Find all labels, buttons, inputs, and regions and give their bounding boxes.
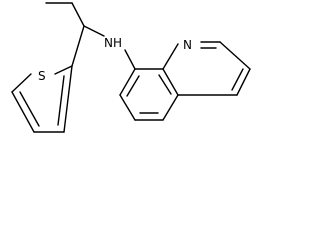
bond-ethyl-2 [71,2,85,27]
sulfur-label: S [38,69,46,83]
bond-q-c8-c7 [119,68,136,96]
bond-q-c4a-c8a [162,68,179,96]
bond-thio-c3-c2 [63,65,73,133]
ring-nitrogen-label: N [183,38,192,52]
amine-nitrogen-label: NH [104,36,122,50]
bond-thio-c5-c4-inner [19,91,40,127]
structure-canvas: NH N S [0,0,255,146]
bond-thio-c2-s [54,65,73,75]
bond-q-c7-c6 [119,94,136,121]
bond-q-c3-c4 [236,68,251,96]
bond-thio-c5-c4 [11,91,35,133]
bond-q-c3-c4-inner [231,68,244,91]
bond-nh-c8 [124,49,136,70]
bond-q-c8-c7-inner [126,75,140,97]
bond-thio-s-c5 [11,73,32,93]
structure-diagram: NH N S [11,2,251,133]
bond-q-c2-c3 [219,41,251,70]
bond-q-c8a-n1 [162,43,179,70]
bond-q-c4a-c8a-inner [158,74,172,95]
bond-thio-c3-c2-inner [57,75,65,126]
bond-c-nh [83,25,105,37]
bond-q-c5-c4a [162,94,179,121]
bond-c-thiophene [71,25,85,67]
